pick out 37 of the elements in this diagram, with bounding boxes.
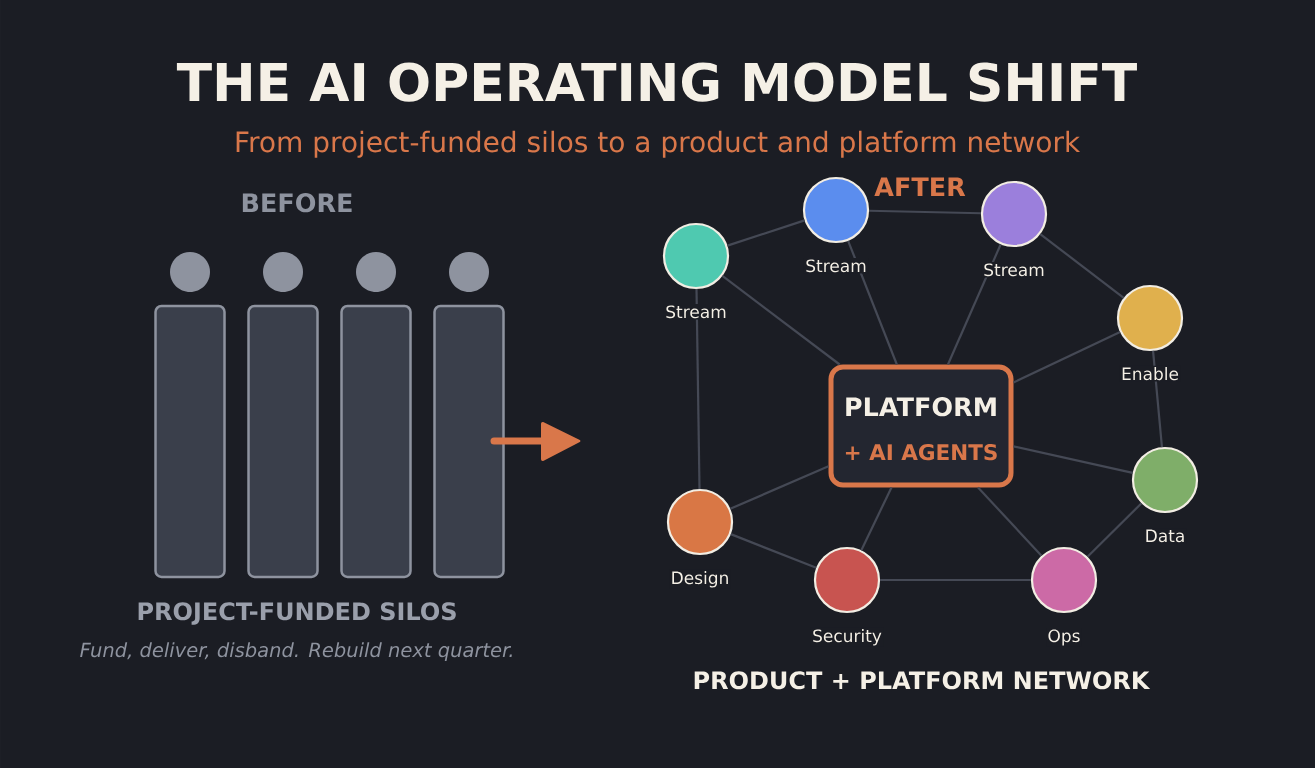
- connector-line: [869, 209, 981, 215]
- network-circle: [666, 488, 734, 556]
- panel-heading: BEFORE: [242, 193, 352, 213]
- node-label: Stream: [803, 258, 869, 274]
- network-circle: [980, 180, 1048, 248]
- connector-line: [860, 487, 893, 551]
- connector-line: [946, 243, 1002, 365]
- connector-line: [730, 533, 817, 569]
- title: THE AI OPERATING MODEL SHIFT: [176, 62, 1137, 102]
- node-label: Stream: [663, 304, 729, 320]
- panel-caption: PROJECT-FUNDED SILOS: [138, 602, 456, 625]
- connector-line: [880, 578, 1031, 582]
- network-circle: [1131, 446, 1199, 514]
- node-label: Ops: [1046, 628, 1082, 647]
- panel-caption: PRODUCT + PLATFORM NETWORK: [694, 671, 1151, 690]
- connector-line: [1039, 233, 1125, 299]
- connector-line: [977, 486, 1043, 557]
- connector-line: [727, 219, 805, 247]
- connector-line: [1151, 350, 1164, 448]
- panel-heading: AFTER: [874, 177, 966, 196]
- network-circle: [1116, 284, 1184, 352]
- network-circle: [662, 222, 730, 290]
- connector-line: [721, 275, 841, 366]
- connector-line: [1086, 502, 1143, 558]
- connector-line: [1013, 445, 1133, 474]
- connector-line: [695, 289, 701, 489]
- connector-line: [1013, 331, 1121, 384]
- subtitle: From project-funded silos to a product and platform network: [236, 130, 1081, 158]
- node-label: Data: [1143, 528, 1187, 544]
- connector-line: [729, 465, 829, 510]
- network-circle: [802, 176, 870, 244]
- platform-box: PLATFORM + AI AGENTS: [828, 364, 1014, 488]
- connector-line: [847, 240, 898, 365]
- network-circle: [813, 546, 881, 614]
- network-circle: [1030, 546, 1098, 614]
- tagline: Fund, deliver, disband. Rebuild next quarter.: [80, 642, 512, 661]
- node-label: Stream: [981, 262, 1047, 278]
